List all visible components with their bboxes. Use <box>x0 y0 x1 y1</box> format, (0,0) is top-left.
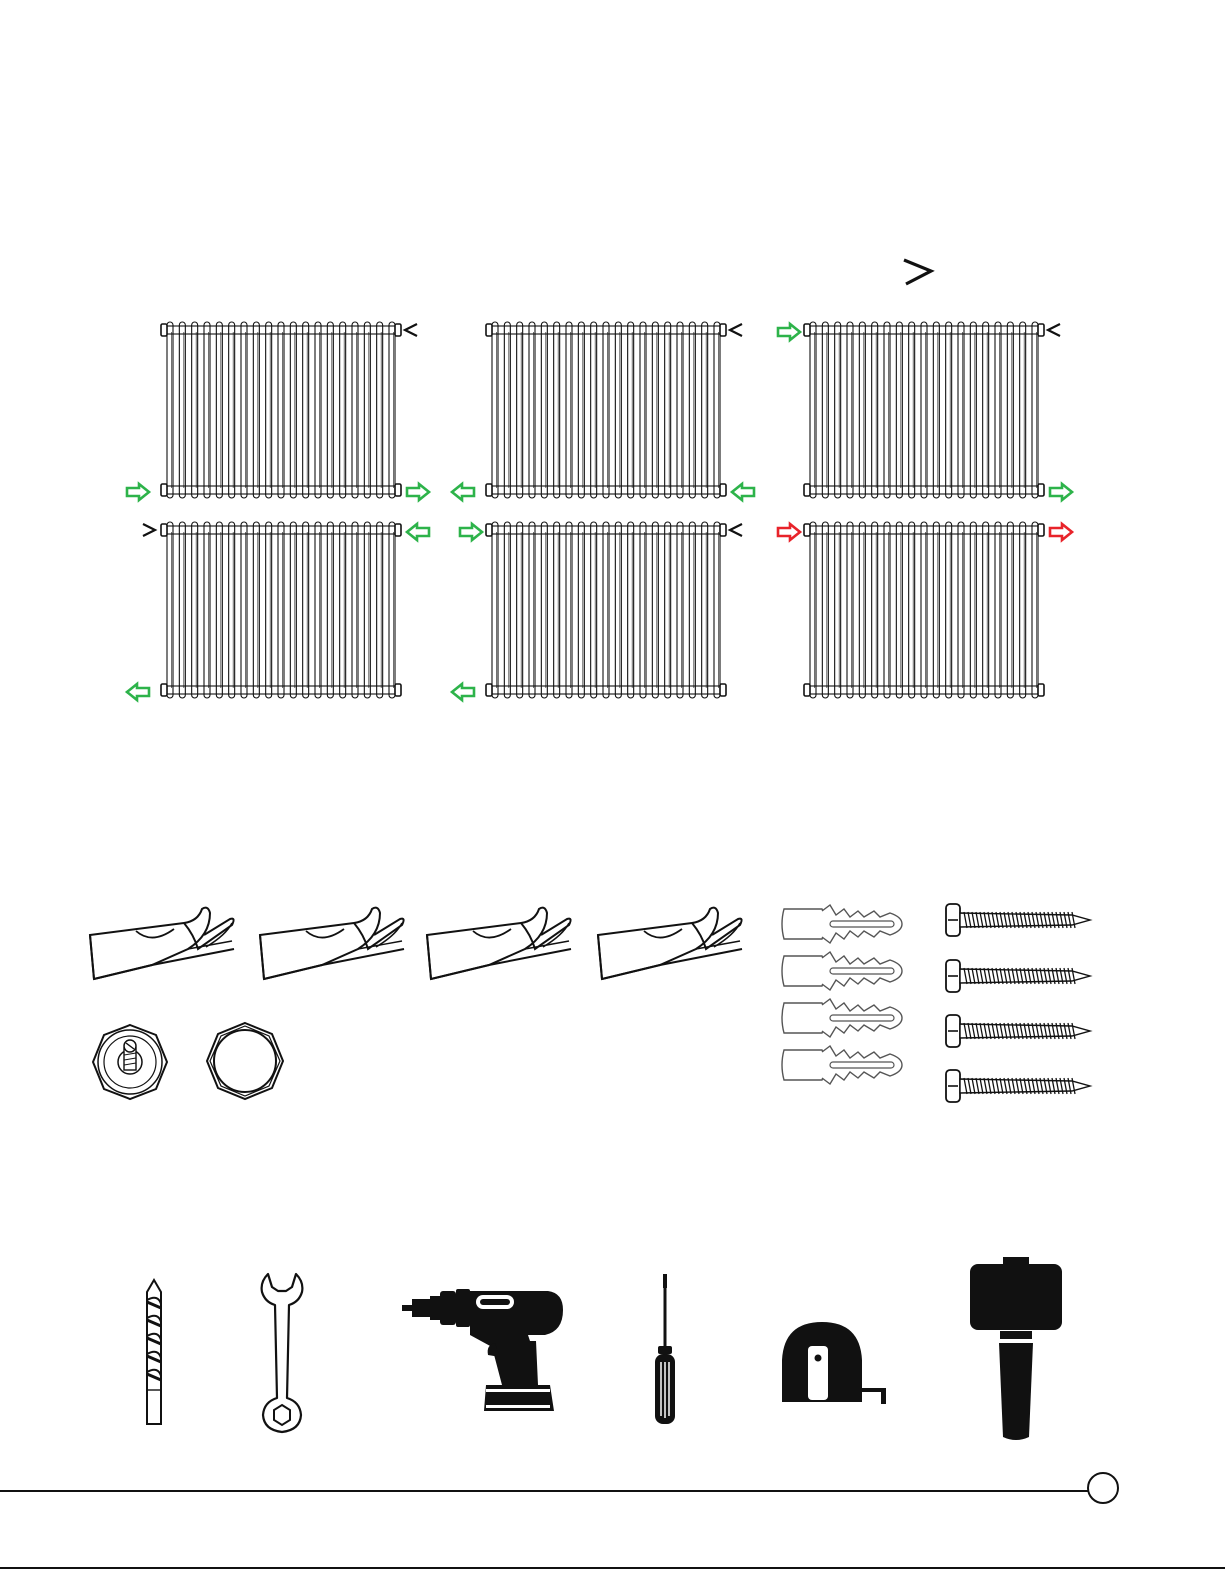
red-arrow-right-icon <box>778 524 800 540</box>
green-arrow-left-icon <box>732 484 754 500</box>
connection-option-1 <box>127 322 429 500</box>
page-number-circle <box>1087 1472 1119 1504</box>
tape-measure-icon <box>778 1320 892 1406</box>
valve-arrow-left-icon <box>1048 324 1060 336</box>
wall-bracket-icon <box>594 905 744 985</box>
screw-icon <box>944 900 1092 940</box>
screwdriver-icon <box>650 1272 680 1427</box>
connection-option-2 <box>452 322 754 500</box>
valve-arrow-left-icon <box>730 524 742 536</box>
cordless-drill-icon <box>400 1285 570 1425</box>
valve-arrow-left-icon <box>730 324 742 336</box>
green-arrow-right-icon <box>407 484 429 500</box>
spanner-icon <box>258 1270 306 1436</box>
green-arrow-right-icon <box>460 524 482 540</box>
wall-bracket-icon <box>86 905 236 985</box>
green-arrow-right-icon <box>1050 484 1072 500</box>
valve-arrow-left-icon <box>405 324 417 336</box>
green-arrow-left-icon <box>127 684 149 700</box>
screw-icon <box>944 1066 1092 1106</box>
valve-arrow-icon <box>143 524 155 536</box>
wall-plug-icon <box>778 950 908 992</box>
green-arrow-right-icon <box>127 484 149 500</box>
green-arrow-left-icon <box>452 484 474 500</box>
wall-bracket-icon <box>256 905 406 985</box>
bottom-rule <box>0 1567 1225 1569</box>
air-vent-valve-icon <box>90 1022 170 1102</box>
rubber-mallet-icon <box>966 1255 1066 1445</box>
green-arrow-left-icon <box>452 684 474 700</box>
screw-icon <box>944 1011 1092 1051</box>
wall-plug-icon <box>778 997 908 1039</box>
drill-bit-icon <box>140 1278 168 1428</box>
blanking-plug-icon <box>204 1020 286 1102</box>
connection-option-6 <box>778 522 1072 698</box>
wall-plug-icon <box>778 903 908 945</box>
green-arrow-right-icon <box>778 324 800 340</box>
wall-plug-icon <box>778 1044 908 1086</box>
footer-rule <box>0 1490 1088 1492</box>
green-arrow-left-icon <box>407 524 429 540</box>
screw-icon <box>944 956 1092 996</box>
connection-option-4 <box>127 522 429 700</box>
connection-option-3 <box>778 322 1072 500</box>
connection-option-5 <box>452 522 742 700</box>
red-arrow-right-icon <box>1050 524 1072 540</box>
wall-bracket-icon <box>423 905 573 985</box>
